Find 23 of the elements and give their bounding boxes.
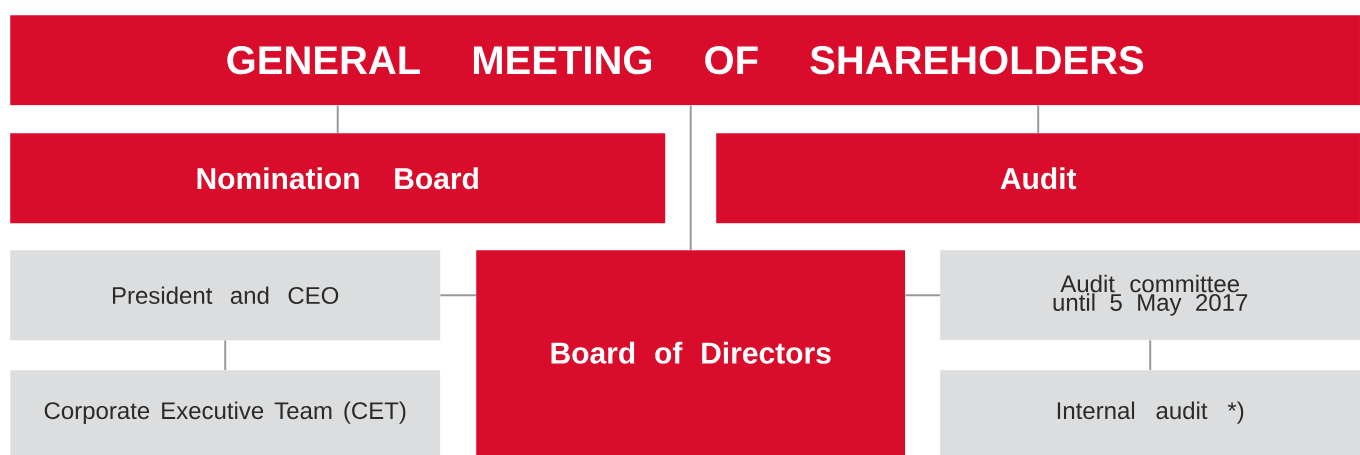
- node-label: Audit committee until 5 May 2017: [1053, 274, 1248, 316]
- function-box: [940, 370, 1360, 455]
- connector-line: [439, 294, 477, 297]
- governance-box: [716, 133, 1360, 224]
- node-label: Internal audit *): [1057, 401, 1244, 424]
- governance-box: [10, 133, 666, 224]
- node-label: Corporate Executive Team (CET): [44, 401, 406, 424]
- node-label: Nomination Board: [197, 167, 478, 190]
- connector-line: [1149, 339, 1152, 371]
- connector-line: [904, 294, 941, 297]
- connector-line: [336, 104, 339, 134]
- node-label: President and CEO: [112, 286, 339, 305]
- governance-box: [10, 15, 1360, 106]
- governance-box: [476, 250, 906, 455]
- connector-line: [1037, 104, 1040, 134]
- node-label: GENERAL MEETING OF SHAREHOLDERS: [227, 46, 1144, 75]
- function-box: [940, 250, 1360, 341]
- function-box: [10, 370, 441, 455]
- function-box: [10, 250, 441, 341]
- connector-line: [224, 339, 227, 371]
- node-label: Board of Directors: [551, 341, 831, 364]
- node-label: Audit: [1000, 167, 1077, 190]
- connector-line: [689, 104, 692, 251]
